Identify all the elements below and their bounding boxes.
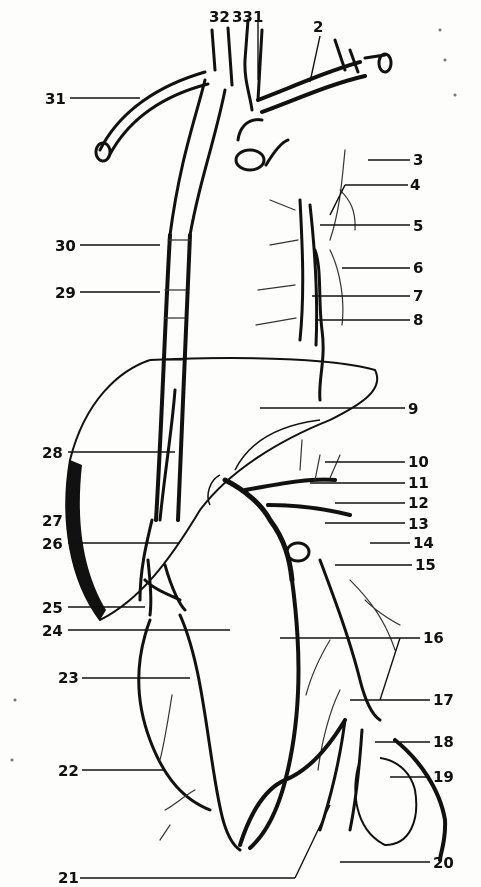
label-18: 18 xyxy=(433,733,454,751)
aortic-arch-stump xyxy=(236,150,264,170)
label-2: 2 xyxy=(313,18,323,36)
label-31: 31 xyxy=(45,90,66,108)
rectum xyxy=(355,758,416,845)
liver xyxy=(66,358,377,620)
superior-vena-cava xyxy=(170,80,225,235)
labels: 32 33 1 2 3 4 5 6 7 8 9 10 11 12 13 14 1… xyxy=(42,8,454,887)
label-3: 3 xyxy=(413,151,423,169)
lower-right-vessel xyxy=(395,740,445,860)
intercostal-veins xyxy=(256,150,355,325)
label-11: 11 xyxy=(408,474,429,492)
neck-vessels xyxy=(212,20,262,110)
speck xyxy=(14,699,17,702)
label-12: 12 xyxy=(408,494,429,512)
label-17: 17 xyxy=(433,691,454,709)
label-24: 24 xyxy=(42,622,63,640)
label-15: 15 xyxy=(415,556,436,574)
label-6: 6 xyxy=(413,259,423,277)
label-7: 7 xyxy=(413,287,423,305)
liver-edge xyxy=(66,460,106,620)
label-19: 19 xyxy=(433,768,454,786)
label-33: 33 xyxy=(232,8,253,26)
label-26: 26 xyxy=(42,535,63,553)
label-29: 29 xyxy=(55,284,76,302)
speck xyxy=(454,94,457,97)
colic-branches xyxy=(160,695,195,840)
right-brachiocephalic-vein xyxy=(100,72,208,158)
label-14: 14 xyxy=(413,534,434,552)
label-30: 30 xyxy=(55,237,76,255)
label-21: 21 xyxy=(58,869,79,887)
label-1: 1 xyxy=(253,8,263,26)
aorta-stump xyxy=(287,543,309,561)
label-22: 22 xyxy=(58,762,79,780)
label-25: 25 xyxy=(42,599,63,617)
left-brachiocephalic-vein xyxy=(258,62,365,112)
drawing xyxy=(11,20,457,860)
gastric-veins xyxy=(300,440,340,480)
label-28: 28 xyxy=(42,444,63,462)
leader-21b xyxy=(295,805,330,878)
hemiazygos-vein xyxy=(300,200,317,345)
speck xyxy=(439,29,442,32)
speck xyxy=(444,59,447,62)
label-13: 13 xyxy=(408,515,429,533)
cystic-branches xyxy=(145,560,185,615)
ima-arterial-trunk xyxy=(320,560,380,720)
label-9: 9 xyxy=(408,400,418,418)
label-10: 10 xyxy=(408,453,429,471)
label-20: 20 xyxy=(433,854,454,872)
portal-vein xyxy=(225,480,292,580)
label-5: 5 xyxy=(413,217,423,235)
speck xyxy=(11,759,14,762)
label-27: 27 xyxy=(42,512,63,530)
label-8: 8 xyxy=(413,311,423,329)
label-16: 16 xyxy=(423,629,444,647)
superior-mesenteric-vein xyxy=(139,615,240,850)
left-vein-branches xyxy=(335,40,385,72)
label-4: 4 xyxy=(410,176,420,194)
label-32: 32 xyxy=(209,8,230,26)
inferior-vena-cava xyxy=(156,235,190,520)
leader-16b xyxy=(380,638,400,700)
label-23: 23 xyxy=(58,669,79,687)
